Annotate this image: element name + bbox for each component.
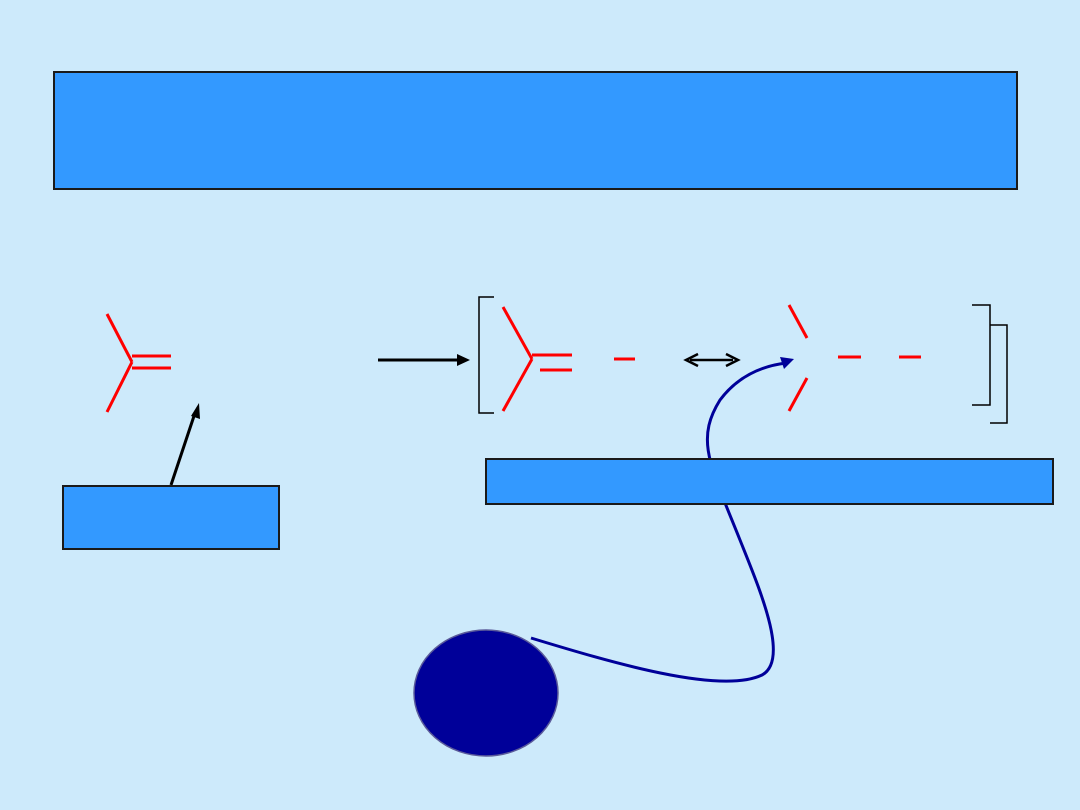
resonance-label-box xyxy=(485,458,1054,505)
ion-circle xyxy=(413,629,559,757)
reactant-molecule xyxy=(105,313,171,413)
bracket-left xyxy=(478,296,494,414)
double-headed-arrow-icon xyxy=(683,352,741,368)
resonance1-bond-upper xyxy=(501,306,534,360)
pointer-arrow-icon xyxy=(169,403,200,486)
resonance-structure-1 xyxy=(501,306,635,412)
bracket-right-outer xyxy=(990,324,1008,424)
curly-arrow-icon xyxy=(530,357,794,683)
resonance2-bond-upper xyxy=(787,304,809,339)
right-arrow-icon xyxy=(378,354,470,366)
reactant-label-box xyxy=(62,485,280,550)
reactant-bond-lower xyxy=(105,361,134,413)
title-box xyxy=(53,71,1018,190)
bracket-right-inner xyxy=(972,304,991,406)
resonance-structure-2 xyxy=(787,304,921,412)
resonance2-bond-lower xyxy=(787,377,809,412)
reactant-bond-upper xyxy=(105,313,134,363)
resonance1-bond-lower xyxy=(501,358,534,412)
